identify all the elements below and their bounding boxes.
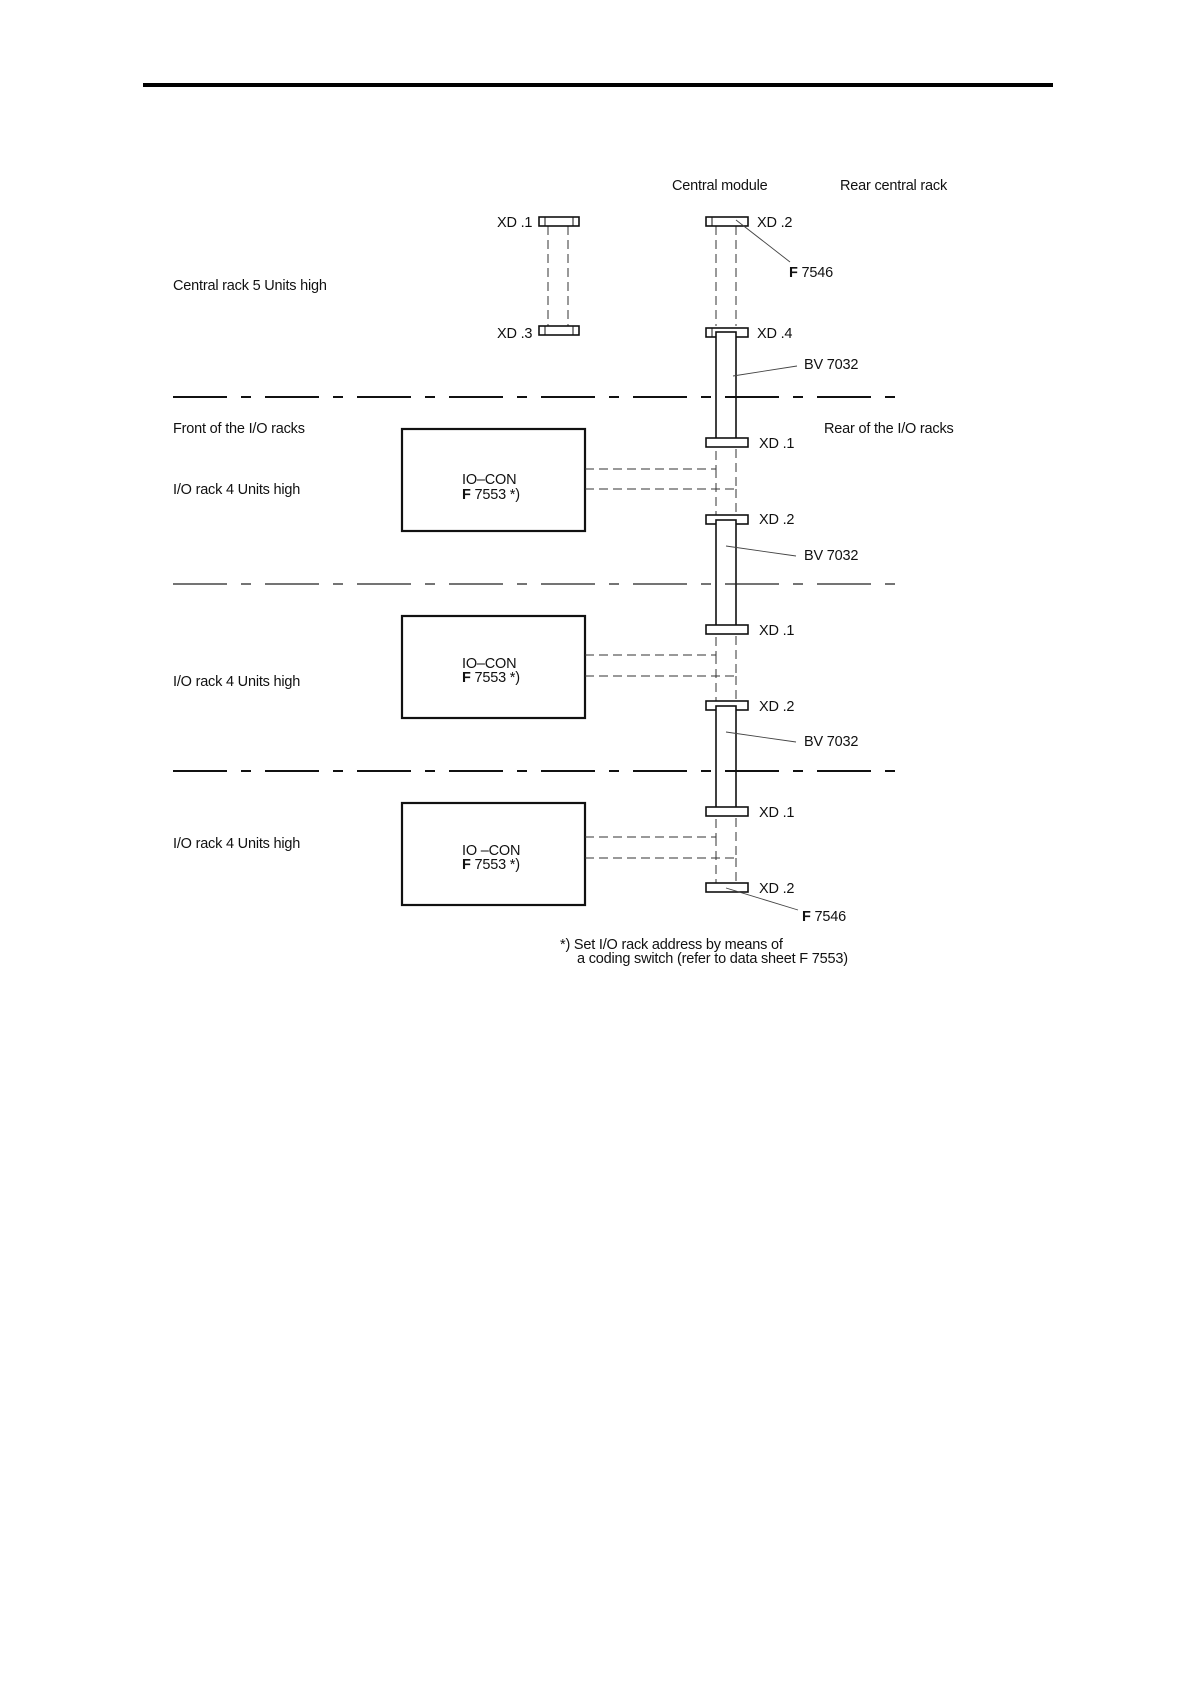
io-con-module-1-line2: F 7553 *) <box>462 487 520 503</box>
central-rack-label: Central rack 5 Units high <box>173 278 327 294</box>
io-rack-3-link-a <box>585 816 717 838</box>
central-module-label: Central module <box>672 178 768 194</box>
central-rack-left-link <box>547 226 569 326</box>
connector-xd1-rack1 <box>705 437 749 448</box>
bv7032-cable-3 <box>715 705 737 815</box>
central-rack-right-link <box>715 226 737 326</box>
io-rack-2-label: I/O rack 4 Units high <box>173 674 300 690</box>
io-con-module-2 <box>400 614 587 720</box>
io-con-module-2-line2: F 7553 *) <box>462 670 520 686</box>
xd2-rack2-label: XD .2 <box>759 699 794 715</box>
io-rack-1-label: I/O rack 4 Units high <box>173 482 300 498</box>
io-con-module-1-line1: IO–CON <box>462 472 516 488</box>
xd1-rack2-label: XD .1 <box>759 623 794 639</box>
xd1-rack3-label: XD .1 <box>759 805 794 821</box>
xd2-rack3-label: XD .2 <box>759 881 794 897</box>
io-con-module-1 <box>400 427 587 533</box>
xd2-central-label: XD .2 <box>757 215 792 231</box>
connector-xd2-central <box>705 216 749 227</box>
bv7032-cable-3-leader <box>725 731 797 743</box>
xd3-central-label: XD .3 <box>497 326 532 342</box>
io-rack-1-link-a <box>585 447 717 470</box>
io-con-module-2-line1: IO–CON <box>462 656 516 672</box>
f7546-top-leader <box>735 219 791 263</box>
io-rack-3-link-b <box>585 816 737 859</box>
xd1-rack1-label: XD .1 <box>759 436 794 452</box>
io-rack-2-link-a <box>585 634 717 656</box>
io-rack-2-link-b <box>585 634 737 677</box>
rear-io-racks-label: Rear of the I/O racks <box>824 421 954 437</box>
connector-xd1-rack2 <box>705 624 749 635</box>
bv7032-cable-1-leader <box>732 365 798 377</box>
rear-central-rack-label: Rear central rack <box>840 178 948 194</box>
bv7032-cable-2 <box>715 519 737 633</box>
connector-xd3-central <box>538 325 580 336</box>
xd1-central-label: XD .1 <box>497 215 532 231</box>
bv7032-cable-2-leader <box>725 545 797 557</box>
xd2-rack1-label: XD .2 <box>759 512 794 528</box>
io-con-module-3-line1: IO –CON <box>462 843 520 859</box>
connector-xd1-rack3 <box>705 806 749 817</box>
io-con-module-3-line2: F 7553 *) <box>462 857 520 873</box>
footnote-line-1: *) Set I/O rack address by means of <box>560 937 784 953</box>
bv7032-cable-3-label: BV 7032 <box>804 734 858 750</box>
f7546-bottom-label: F 7546 <box>802 909 846 925</box>
xd4-central-label: XD .4 <box>757 326 792 342</box>
header-rule <box>143 83 1053 87</box>
bv7032-cable-1 <box>715 331 737 447</box>
bv7032-cable-1-label: BV 7032 <box>804 357 858 373</box>
front-io-racks-label: Front of the I/O racks <box>173 421 305 437</box>
connector-xd2-rack3 <box>705 882 749 893</box>
io-rack-3-label: I/O rack 4 Units high <box>173 836 300 852</box>
io-rack-1-link-b <box>585 447 737 490</box>
io-con-module-3 <box>400 801 587 907</box>
f7546-bottom-leader <box>725 887 799 911</box>
footnote-line-2: a coding switch (refer to data sheet F 7… <box>577 951 848 967</box>
connector-xd1-central <box>538 216 580 227</box>
f7546-top-label: F 7546 <box>789 265 833 281</box>
bv7032-cable-2-label: BV 7032 <box>804 548 858 564</box>
